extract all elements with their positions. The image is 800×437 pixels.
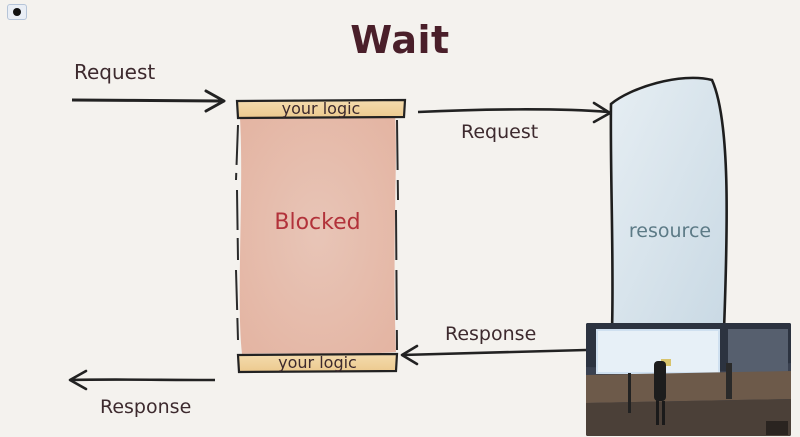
- resource-label: resource: [628, 220, 712, 242]
- speaker-video-frame: [586, 323, 791, 436]
- speaker-video-pip[interactable]: [586, 323, 791, 436]
- request-in-label: Request: [74, 60, 156, 84]
- blocked-label: Blocked: [274, 210, 361, 235]
- logic-top-label: your logic: [281, 99, 361, 118]
- blocked-column-left-edge: [235, 124, 239, 341]
- response-out-arrowhead: [68, 369, 88, 391]
- logic-bar-bottom: [236, 352, 399, 374]
- request-out-label: Request: [461, 121, 539, 143]
- blocked-column: [239, 114, 396, 354]
- response-in-arrow: [401, 348, 587, 357]
- response-out-label: Response: [100, 396, 192, 418]
- request-in-arrow: [71, 98, 223, 103]
- response-in-arrowhead: [400, 344, 419, 366]
- request-out-arrowhead: [592, 101, 612, 124]
- record-icon: [13, 8, 21, 16]
- slide-title: Wait: [350, 18, 450, 62]
- logic-bottom-label: your logic: [278, 353, 357, 372]
- response-in-label: Response: [445, 323, 537, 345]
- logic-bar-top: [235, 98, 407, 120]
- blocked-column-right-edge: [395, 119, 399, 351]
- request-out-arrow: [417, 108, 609, 114]
- request-in-arrowhead: [204, 89, 226, 113]
- resource-column: [609, 76, 729, 332]
- record-button[interactable]: [7, 4, 27, 20]
